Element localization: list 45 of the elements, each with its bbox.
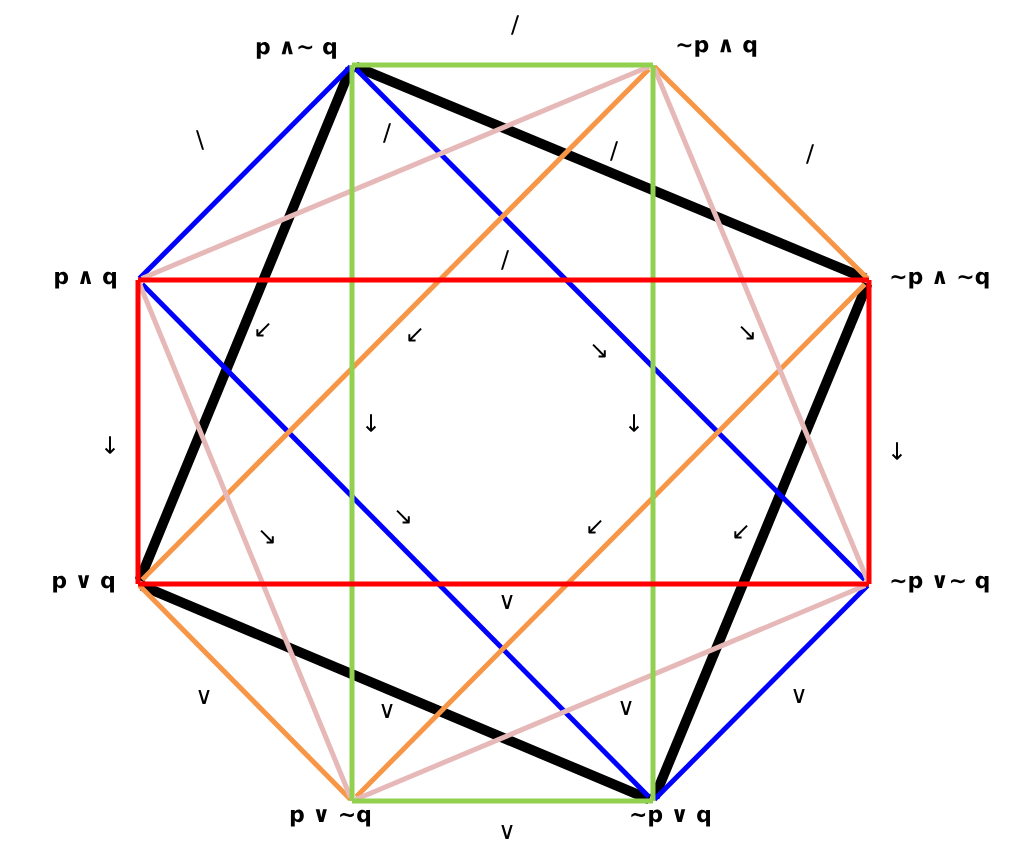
edge-label: ↘ — [396, 509, 410, 524]
connector-line — [349, 65, 355, 801]
connector-line — [140, 282, 651, 799]
edge-label: ↙ — [734, 524, 748, 539]
edge-label: ∨ — [501, 595, 513, 609]
vertex-label: p ∧~ q — [256, 41, 336, 59]
edge-label: / — [806, 144, 814, 164]
vertex-label: p ∨ q — [53, 575, 114, 593]
connector-line — [140, 67, 651, 582]
edge-label: ↓ — [628, 414, 640, 432]
vertex-label: ~p ∧ ~q — [891, 271, 989, 289]
edge-label: ↓ — [891, 442, 903, 460]
edge-label: ↙ — [588, 519, 602, 534]
connector-line — [650, 65, 656, 801]
edge-label: ∨ — [793, 689, 805, 703]
edge-label: ↓ — [104, 436, 116, 454]
edge-label: / — [511, 15, 519, 35]
connector-line — [138, 277, 869, 283]
edge-label: ↙ — [408, 327, 422, 342]
edge-label: ↙ — [256, 322, 270, 337]
edge-label: / — [610, 141, 618, 161]
connector-line — [352, 62, 653, 68]
vertex-label: p ∧ q — [55, 271, 116, 289]
connector-line — [137, 583, 353, 802]
vertex-label: ~p ∧ q — [677, 39, 757, 57]
edge-label: ∨ — [198, 690, 210, 704]
vertex-label: ~p ∨~ q — [891, 575, 989, 593]
vertex-label: p ∨ ~q — [290, 809, 370, 827]
connector-line — [866, 280, 872, 584]
connector-line — [135, 280, 141, 584]
edge-label: ↘ — [592, 343, 606, 358]
edge-label: ↘ — [260, 529, 274, 544]
edge-label: / — [501, 250, 509, 270]
connector-line — [354, 67, 867, 582]
vertex-label: ~p ∨ q — [631, 809, 710, 827]
connector-line — [138, 581, 869, 587]
connector-line — [352, 798, 653, 804]
edge-label: ∨ — [501, 825, 513, 839]
edge-label: ↘ — [740, 325, 754, 340]
connector-line — [354, 282, 867, 799]
edge-label: ∨ — [381, 704, 393, 718]
edge-label: \ — [196, 130, 205, 150]
edge-label: ↓ — [365, 414, 377, 432]
edge-label: / — [383, 123, 392, 143]
edge-label: ∨ — [620, 701, 632, 715]
